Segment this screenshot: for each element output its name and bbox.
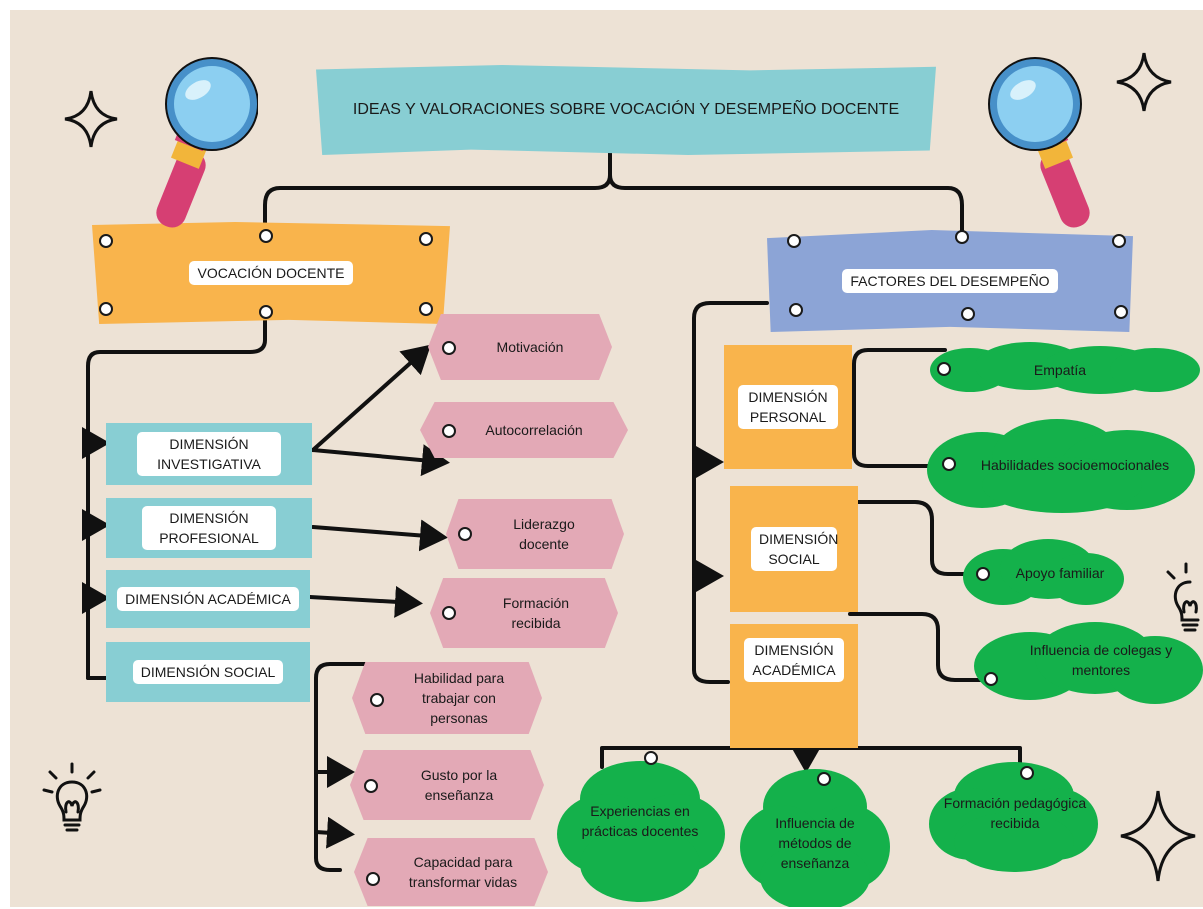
connector-dot — [442, 606, 456, 620]
connector-dot — [364, 779, 378, 793]
apoyo-cloud — [963, 539, 1124, 605]
connector-dot — [1114, 305, 1128, 319]
factores-desempeno-node: FACTORES DEL DESEMPEÑO — [767, 230, 1133, 332]
empatia-label: Empatía — [1033, 362, 1087, 378]
sparkle-icon — [1116, 52, 1172, 112]
connector-dot — [961, 307, 975, 321]
magnifier-icon — [988, 57, 1090, 228]
connector-dot — [259, 229, 273, 243]
influencia-colegas-node: Influencia de colegas y mentores — [1006, 630, 1196, 690]
connector-dot — [442, 341, 456, 355]
sparkle-icon — [1120, 790, 1196, 882]
gusto-node: Gusto por la enseñanza — [350, 750, 544, 820]
liderazgo-node: Liderazgo docente — [446, 499, 624, 569]
influencia-colegas-cloud — [974, 622, 1203, 704]
habilidad-label: Habilidad para trabajar con personas — [413, 670, 505, 726]
dimension-academica-right-label: DIMENSIÓN ACADÉMICA — [744, 638, 844, 682]
connector-dot — [984, 672, 998, 686]
lightbulb-icon — [1166, 562, 1200, 632]
connector-dot — [817, 772, 831, 786]
formacion-recibida-label: Formación recibida — [502, 595, 570, 631]
pedagogica-node: Formación pedagógica recibida — [940, 790, 1090, 836]
habilidades-node: Habilidades socioemocionales — [950, 450, 1200, 480]
connector-dot — [99, 234, 113, 248]
liderazgo-label: Liderazgo docente — [513, 516, 575, 552]
empatia-node: Empatía — [930, 352, 1190, 388]
connector-dot — [458, 527, 472, 541]
experiencias-cloud — [557, 761, 725, 902]
sparkle-icon — [64, 90, 118, 148]
habilidades-label: Habilidades socioemocionales — [980, 457, 1170, 473]
connector-dot — [419, 302, 433, 316]
empatia-cloud — [930, 342, 1200, 394]
title-text: IDEAS Y VALORACIONES SOBRE VOCACIÓN Y DE… — [352, 101, 900, 118]
connector-dot — [644, 751, 658, 765]
lightbulb-icon — [42, 762, 102, 832]
dimension-academica-left-label: DIMENSIÓN ACADÉMICA — [117, 587, 299, 611]
dimension-social-right-node: DIMENSIÓN SOCIAL — [730, 486, 858, 612]
autocorrelacion-label: Autocorrelación — [485, 422, 583, 438]
metodos-label: Influencia de métodos de enseñanza — [775, 815, 855, 871]
factores-desempeno-label: FACTORES DEL DESEMPEÑO — [842, 269, 1058, 293]
dimension-investigativa-label: DIMENSIÓN INVESTIGATIVA — [137, 432, 281, 476]
influencia-colegas-label: Influencia de colegas y mentores — [1029, 642, 1173, 678]
dimension-profesional-node: DIMENSIÓN PROFESIONAL — [106, 498, 312, 558]
pedagogica-label: Formación pedagógica recibida — [943, 795, 1087, 831]
dimension-investigativa-node: DIMENSIÓN INVESTIGATIVA — [106, 423, 312, 485]
motivacion-label: Motivación — [496, 339, 564, 355]
connector-dot — [955, 230, 969, 244]
apoyo-label: Apoyo familiar — [1015, 565, 1105, 581]
connector-dot — [937, 362, 951, 376]
metodos-node: Influencia de métodos de enseñanza — [760, 810, 870, 876]
connector-dot — [442, 424, 456, 438]
connector-dot — [1020, 766, 1034, 780]
dimension-social-left-node: DIMENSIÓN SOCIAL — [106, 642, 310, 702]
pedagogica-cloud — [929, 762, 1098, 872]
vocacion-docente-label: VOCACIÓN DOCENTE — [189, 261, 353, 285]
connector-dot — [99, 302, 113, 316]
capacidad-node: Capacidad para transformar vidas — [354, 838, 548, 906]
connector-dot — [787, 234, 801, 248]
connector-dot — [366, 872, 380, 886]
dimension-social-right-label: DIMENSIÓN SOCIAL — [751, 527, 838, 571]
motivacion-node: Motivación — [428, 314, 612, 380]
gusto-label: Gusto por la enseñanza — [420, 767, 498, 803]
page-title: IDEAS Y VALORACIONES SOBRE VOCACIÓN Y DE… — [316, 65, 936, 155]
connector-dot — [942, 457, 956, 471]
dimension-personal-label: DIMENSIÓN PERSONAL — [738, 385, 838, 429]
connector-dot — [259, 305, 273, 319]
connector-dot — [1112, 234, 1126, 248]
apoyo-node: Apoyo familiar — [990, 558, 1130, 588]
connector-dot — [789, 303, 803, 317]
dimension-academica-left-node: DIMENSIÓN ACADÉMICA — [106, 570, 310, 628]
magnifier-icon — [156, 57, 258, 228]
habilidades-cloud — [927, 419, 1195, 513]
connector-lines — [82, 136, 1022, 872]
experiencias-node: Experiencias en prácticas docentes — [575, 798, 705, 844]
formacion-recibida-node: Formación recibida — [430, 578, 618, 648]
dimension-personal-node: DIMENSIÓN PERSONAL — [724, 345, 852, 469]
concept-map: IDEAS Y VALORACIONES SOBRE VOCACIÓN Y DE… — [10, 10, 1203, 907]
connector-dot — [370, 693, 384, 707]
dimension-academica-right-node: DIMENSIÓN ACADÉMICA — [730, 624, 858, 748]
metodos-cloud — [740, 769, 890, 907]
dimension-profesional-label: DIMENSIÓN PROFESIONAL — [142, 506, 276, 550]
experiencias-label: Experiencias en prácticas docentes — [581, 803, 699, 839]
capacidad-label: Capacidad para transformar vidas — [408, 854, 518, 890]
connector-dot — [419, 232, 433, 246]
connector-dot — [976, 567, 990, 581]
dimension-social-left-label: DIMENSIÓN SOCIAL — [132, 660, 284, 684]
